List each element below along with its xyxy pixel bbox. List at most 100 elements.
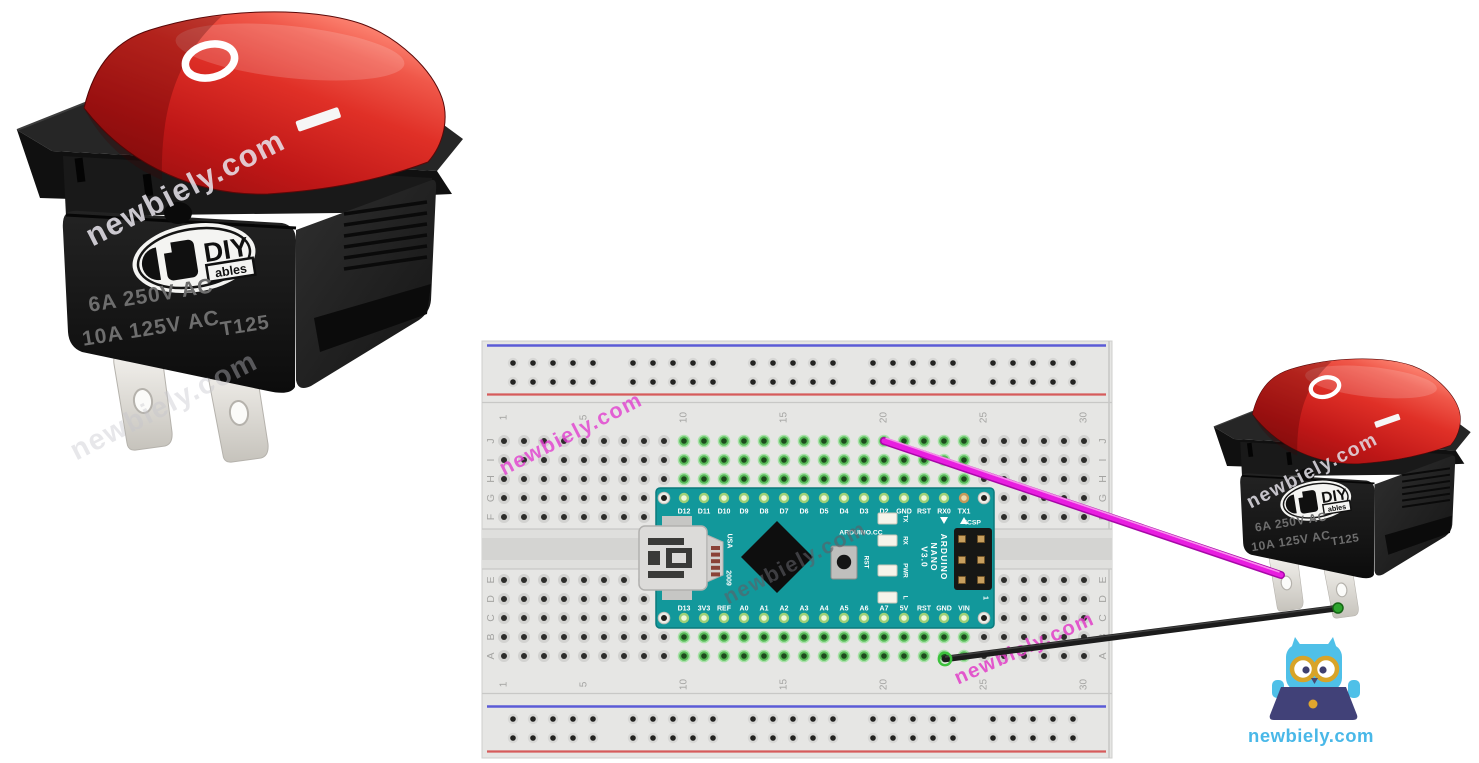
signal-wire-core (881, 438, 1284, 578)
usb-pin (711, 572, 720, 577)
icsp-pin (977, 535, 985, 543)
nano-pin-label: D6 (800, 509, 809, 516)
nano-pin-label: REF (717, 606, 732, 613)
nano-pin-label: D13 (678, 606, 691, 613)
nano-pin-label: D9 (740, 509, 749, 516)
nano-pin-label: D8 (760, 509, 769, 516)
column-label: 30 (1079, 679, 1090, 691)
usb-pin (711, 559, 720, 564)
row-label: A (1097, 652, 1109, 659)
usb-pad (662, 516, 692, 527)
row-label: A (485, 652, 497, 659)
icsp-pin (977, 556, 985, 564)
owl-eye-icon (1302, 666, 1310, 674)
column-label: 20 (879, 679, 890, 691)
signal-wire (880, 437, 1285, 579)
ground-wire-core (941, 604, 1342, 663)
board-name: ARDUINO (939, 534, 949, 581)
nano-pin-label: D4 (840, 509, 849, 516)
nano-led-label: TX (902, 515, 909, 524)
nano-pin-label: RX0 (937, 509, 951, 516)
column-label: 30 (1079, 412, 1090, 424)
owl-eye-icon (1319, 666, 1327, 674)
row-label: F (485, 514, 497, 520)
row-label: C (1097, 614, 1109, 622)
icsp-pin (958, 535, 966, 543)
column-label: 1 (499, 681, 510, 687)
usb-pin (711, 546, 720, 550)
board-name: NANO (929, 542, 939, 571)
nano-pin-label: A6 (860, 606, 869, 613)
row-label: I (1097, 459, 1109, 462)
usb-pin (711, 565, 720, 570)
nano-pin-label: VIN (958, 606, 970, 613)
nano-led-label: L (902, 596, 909, 600)
usb-pad (662, 589, 692, 600)
tx-marker-icon (960, 517, 968, 524)
usb-glyph-icon (648, 538, 684, 545)
row-label: E (485, 576, 497, 583)
nano-led-label: RX (902, 536, 909, 545)
icsp-label: ICSP (965, 520, 981, 527)
nano-pin-label: D11 (698, 509, 711, 516)
board-name: V3.0 (920, 546, 930, 568)
row-label: H (485, 475, 497, 483)
column-label: 20 (879, 412, 890, 424)
usb-glyph-icon (648, 551, 660, 565)
nano-pin-label: D2 (880, 509, 889, 516)
nano-pin-label: A7 (880, 606, 889, 613)
mcu-chip (741, 521, 813, 593)
nano-pin-label: D5 (820, 509, 829, 516)
arduino-cc-label: ARDUINO.CC (839, 530, 883, 537)
nano-pin-label: 5V (900, 606, 909, 613)
icsp-pin (977, 576, 985, 584)
nano-pin-label: A2 (780, 606, 789, 613)
reset-label: RST (863, 556, 870, 569)
nano-pin-label: RST (917, 606, 932, 613)
column-label: 10 (679, 412, 690, 424)
rocker-switch-photo-large (17, 12, 463, 462)
owl-beak-icon (1311, 678, 1318, 684)
nano-pin-label: D3 (860, 509, 869, 516)
rx-marker-icon (940, 517, 948, 524)
column-label: 15 (779, 412, 790, 424)
signal-wire-highlight (885, 437, 1280, 573)
usb-glyph-icon (648, 571, 684, 578)
nano-pin-label: A1 (760, 606, 769, 613)
icsp-pin (958, 576, 966, 584)
nano-pin-label: A0 (740, 606, 749, 613)
nano-led (877, 512, 898, 525)
row-label: G (485, 494, 497, 502)
row-label: D (485, 595, 497, 603)
usb-pin (711, 552, 720, 557)
nano-pin-label: 3V3 (698, 606, 711, 613)
nano-led (877, 564, 898, 577)
nano-pin-label: A4 (820, 606, 829, 613)
icsp-pin (958, 556, 966, 564)
nano-pin-label: D12 (678, 509, 691, 516)
column-label: 5 (579, 681, 590, 687)
nano-pin-label: D7 (780, 509, 789, 516)
nano-pin-label: GND (936, 606, 952, 613)
nano-led-label: PWR (902, 563, 909, 578)
icsp-header (954, 528, 992, 590)
column-label: 25 (979, 412, 990, 424)
nano-pin-label: GND (896, 509, 912, 516)
nano-pin-label: A5 (840, 606, 849, 613)
usb-side-label: 2009 (725, 570, 732, 586)
column-label: 15 (779, 679, 790, 691)
ground-wire (937, 602, 1344, 667)
row-label: H (1097, 475, 1109, 483)
nano-led (877, 534, 898, 547)
row-label: E (1097, 576, 1109, 583)
row-label: I (485, 459, 497, 462)
column-label: 25 (979, 679, 990, 691)
column-label: 10 (679, 679, 690, 691)
nano-pin-label: A3 (800, 606, 809, 613)
nano-led (877, 591, 898, 604)
row-label: J (1097, 438, 1109, 443)
row-label: B (485, 633, 497, 640)
ground-wire-highlight (944, 605, 1339, 658)
